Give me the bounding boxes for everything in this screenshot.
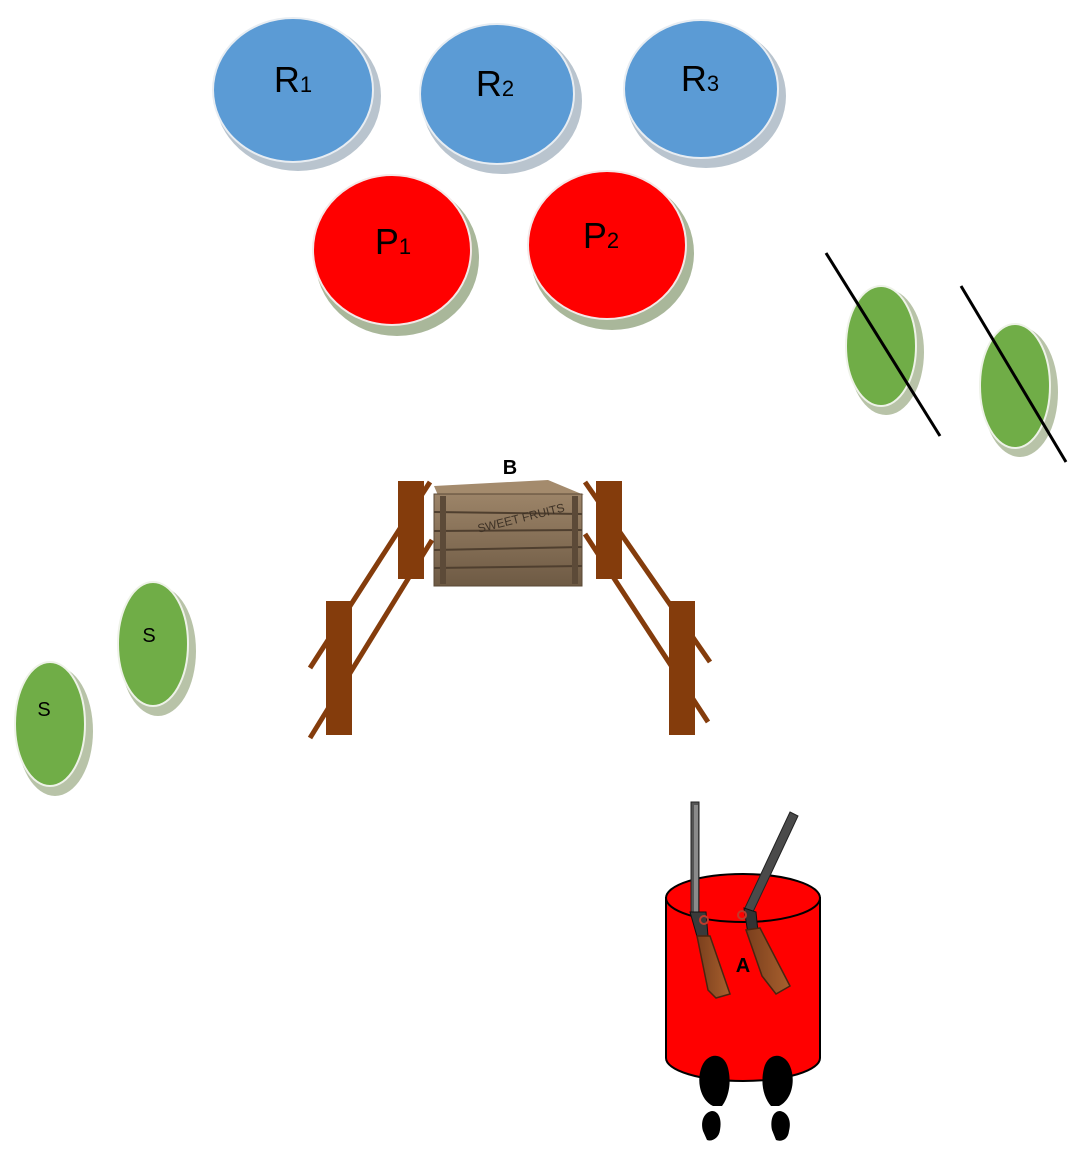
rifle-target-r3: R3 [623, 19, 786, 168]
pistol-target-p2: P2 [527, 170, 694, 330]
pistol-target-letter: P [583, 215, 607, 256]
svg-text:R3: R3 [681, 58, 719, 99]
pistol-target-index: 2 [607, 228, 619, 253]
right-footprint [762, 1055, 793, 1141]
left-footprint [699, 1055, 730, 1141]
barrel-label: A [736, 955, 750, 977]
left-fence [307, 480, 435, 740]
rifle-icon [689, 801, 731, 999]
crossed-target-1 [824, 252, 942, 437]
rifle-target-r1: R1 [212, 17, 381, 171]
shotgun-icon [737, 811, 799, 995]
pistol-target-index: 1 [399, 234, 411, 259]
rifle-target-index: 2 [502, 76, 514, 101]
shotgun-target-s-lower: S [14, 661, 93, 796]
shotgun-target-s-upper: S [117, 581, 196, 716]
shotgun-target-label: S [142, 625, 155, 647]
svg-text:R1: R1 [274, 59, 312, 100]
cross-out-line [959, 285, 1068, 463]
shotgun-target-label: S [37, 699, 50, 721]
rifle-target-letter: R [681, 58, 707, 99]
rifle-target-r2: R2 [419, 23, 582, 174]
rifle-target-letter: R [274, 59, 300, 100]
cross-out-line [824, 252, 942, 437]
crate-label: B [503, 457, 517, 479]
crossed-target-2 [959, 285, 1068, 463]
svg-text:R2: R2 [476, 63, 514, 104]
pistol-target-letter: P [375, 221, 399, 262]
red-barrel: A [665, 801, 821, 1082]
pistol-target-p1: P1 [312, 174, 479, 336]
svg-text:P1: P1 [375, 221, 411, 262]
right-fence [582, 480, 713, 735]
wooden-crate: SWEET FRUITS B [433, 457, 584, 587]
footprints-icon [699, 1055, 793, 1141]
svg-text:P2: P2 [583, 215, 619, 256]
rifle-target-index: 1 [300, 72, 312, 97]
rifle-target-index: 3 [707, 71, 719, 96]
rifle-target-letter: R [476, 63, 502, 104]
